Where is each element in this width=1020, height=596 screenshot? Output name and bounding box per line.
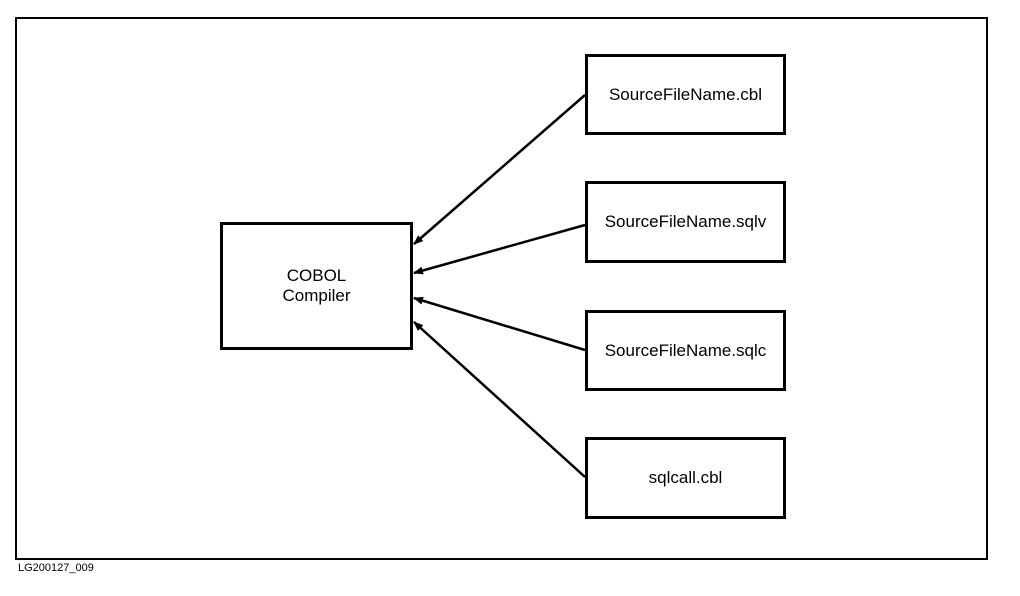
arrow-sqlv-to-compiler <box>413 223 586 275</box>
source-box-sqlc: SourceFileName.sqlc <box>585 310 786 391</box>
source-box-sqlv: SourceFileName.sqlv <box>585 181 786 263</box>
source-box-sqlcall: sqlcall.cbl <box>585 437 786 519</box>
source-label-sqlv: SourceFileName.sqlv <box>604 212 767 231</box>
source-label-sqlcall: sqlcall.cbl <box>648 468 723 487</box>
source-label-cbl: SourceFileName.cbl <box>608 84 763 104</box>
cobol-compiler-box: COBOL Compiler <box>220 222 413 350</box>
compiler-label-line1: COBOL <box>286 266 347 285</box>
source-box-cbl: SourceFileName.cbl <box>585 54 786 135</box>
arrow-sqlcall-to-compiler <box>413 321 586 478</box>
arrow-sqlc-to-compiler <box>413 296 586 352</box>
source-label-sqlc: SourceFileName.sqlc <box>604 340 767 360</box>
figure-id-label: LG200127_009 <box>18 562 94 574</box>
diagram-frame <box>15 17 988 560</box>
arrow-cbl-to-compiler <box>413 94 586 245</box>
compiler-label-line2: Compiler <box>282 286 351 305</box>
